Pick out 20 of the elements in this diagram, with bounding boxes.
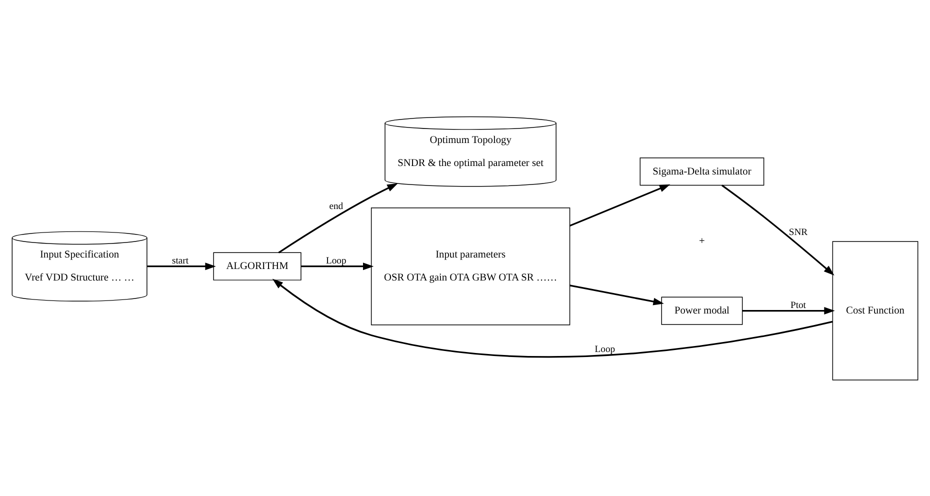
edge-label: Loop <box>594 343 616 354</box>
arrow <box>570 184 670 226</box>
node-box: Input parameters OSR OTA gain OTA GBW OTA SR …… <box>370 207 570 325</box>
node-box: Power modal <box>661 296 743 324</box>
node-box: Sigama-Delta simulator <box>640 157 764 186</box>
edge-label: Ptot <box>790 300 806 311</box>
edge-label: start <box>172 255 189 266</box>
arrow <box>721 184 834 276</box>
label: + <box>699 235 705 246</box>
arrow <box>272 278 833 358</box>
arrow <box>301 262 374 270</box>
arrow <box>147 262 216 270</box>
node-box: Cost Function <box>832 240 918 380</box>
node-box: ALGORITHM <box>213 252 302 280</box>
edge-label: SNR <box>788 226 808 238</box>
edge-label: end <box>329 200 344 212</box>
arrow <box>278 182 398 253</box>
arrow <box>570 284 664 305</box>
arrow <box>742 306 835 314</box>
edge-label: Loop <box>326 255 346 266</box>
